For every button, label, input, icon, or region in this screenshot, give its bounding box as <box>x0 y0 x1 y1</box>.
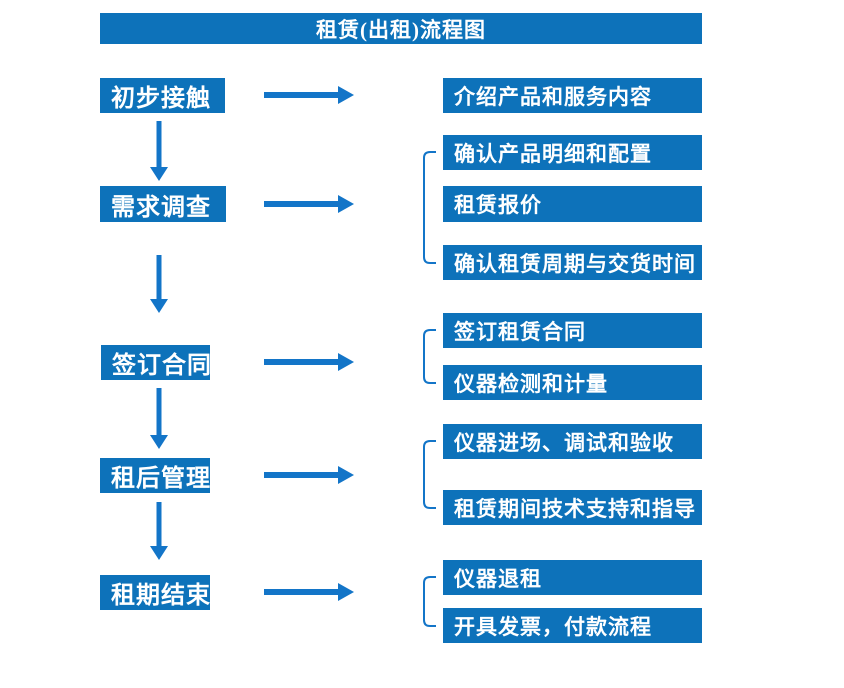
stage-box-demand-survey: 需求调查 <box>100 186 226 222</box>
detail-box-rental-quote: 租赁报价 <box>443 186 702 222</box>
right-arrow <box>264 466 354 484</box>
page-title: 租赁(出租)流程图 <box>316 17 486 42</box>
down-arrow <box>150 255 168 313</box>
detail-box-instrument-return: 仪器退租 <box>443 560 702 595</box>
down-arrow <box>150 502 168 560</box>
down-arrow <box>150 121 168 181</box>
group-bracket <box>423 151 436 264</box>
detail-box-introduce-products: 介绍产品和服务内容 <box>443 78 702 113</box>
detail-box-instrument-testing: 仪器检测和计量 <box>443 365 702 400</box>
detail-box-instrument-setup: 仪器进场、调试和验收 <box>443 424 702 459</box>
detail-box-invoice-payment: 开具发票，付款流程 <box>443 608 702 643</box>
detail-box-confirm-rental-period: 确认租赁周期与交货时间 <box>443 245 702 280</box>
right-arrow <box>264 86 354 104</box>
detail-box-confirm-product-details: 确认产品明细和配置 <box>443 135 702 170</box>
title-bar: 租赁(出租)流程图 <box>100 13 702 44</box>
stage-box-sign-contract: 签订合同 <box>101 345 211 380</box>
stage-box-rental-end: 租期结束 <box>100 575 210 610</box>
detail-box-sign-rental-contract: 签订租赁合同 <box>443 313 702 348</box>
right-arrow <box>264 583 354 601</box>
group-bracket <box>423 329 436 384</box>
detail-box-technical-support: 租赁期间技术支持和指导 <box>443 490 702 525</box>
stage-box-post-rental-management: 租后管理 <box>100 458 210 493</box>
right-arrow <box>264 353 354 371</box>
down-arrow <box>150 388 168 449</box>
stage-box-initial-contact: 初步接触 <box>100 78 225 113</box>
right-arrow <box>264 195 354 213</box>
group-bracket <box>423 440 436 509</box>
group-bracket <box>423 576 436 627</box>
